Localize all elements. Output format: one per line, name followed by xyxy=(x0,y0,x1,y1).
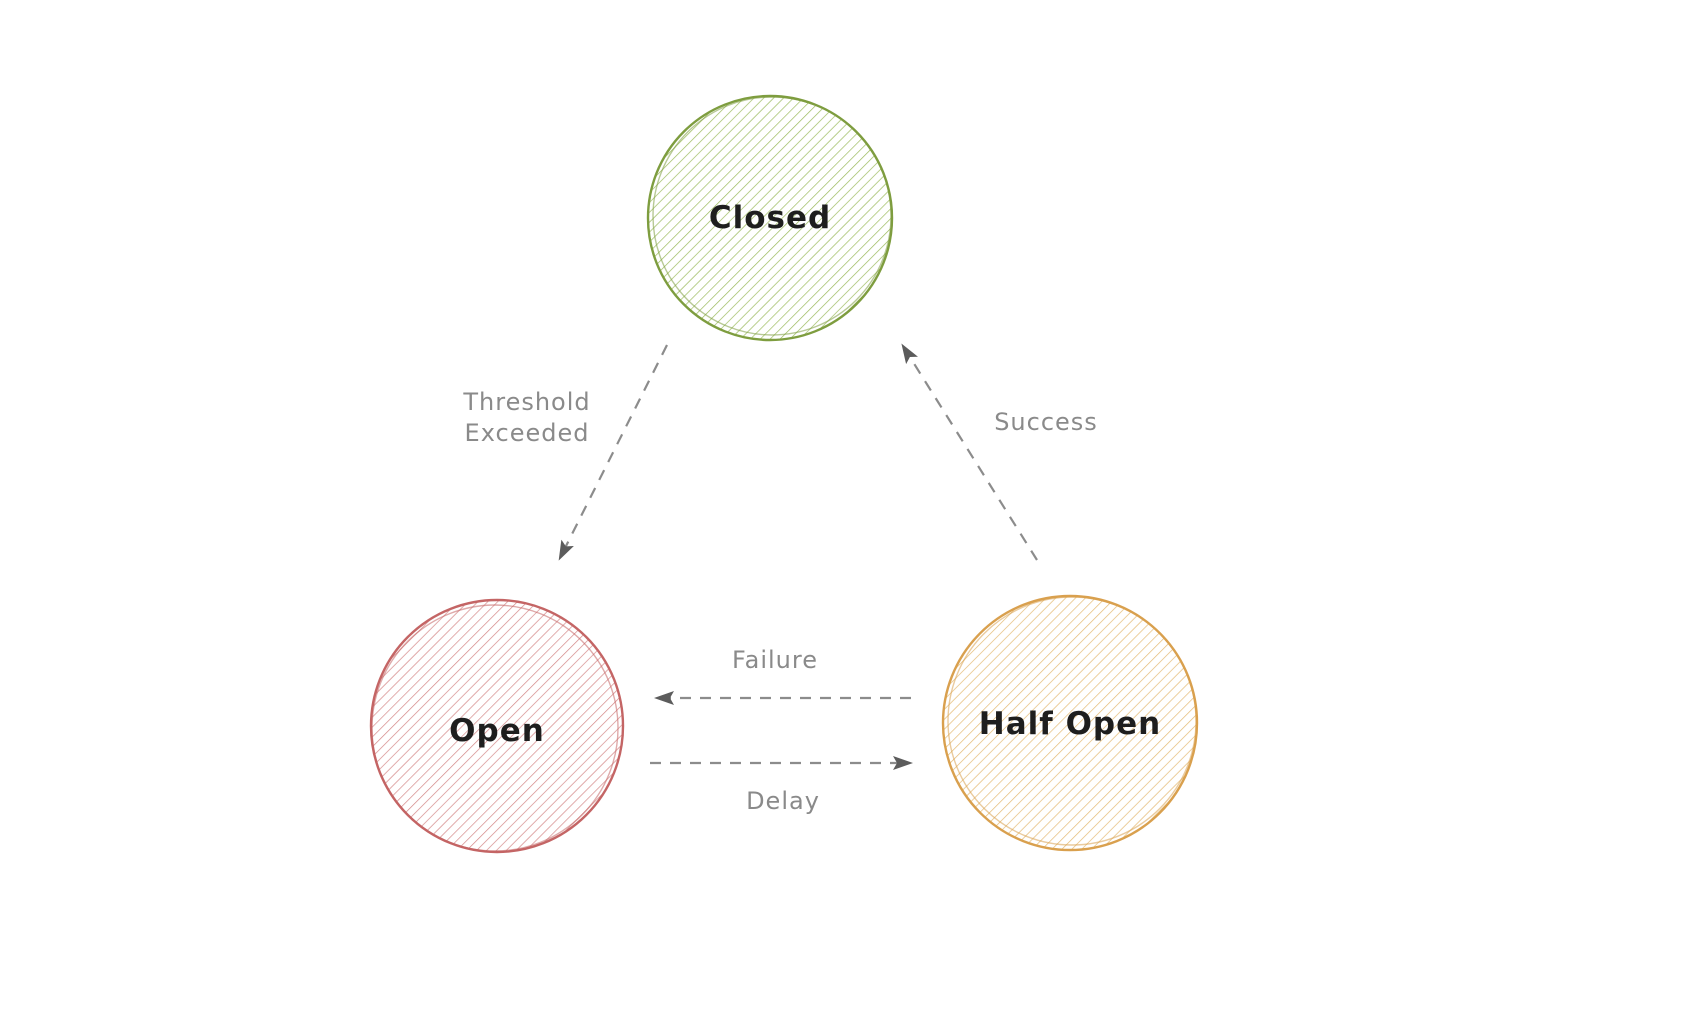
node-open: Open xyxy=(369,598,625,854)
half-open-node-sketch-outline xyxy=(947,596,1197,846)
edge-delay: Delay xyxy=(650,756,913,815)
open-node-sketch-outline xyxy=(371,604,619,852)
node-closed: Closed xyxy=(646,94,894,342)
closed-node-circle xyxy=(646,94,894,342)
open-node-label: Open xyxy=(449,713,545,749)
open-node-circle xyxy=(369,598,625,854)
closed-node-sketch-outline xyxy=(652,96,892,336)
success-arrow xyxy=(901,343,1038,561)
node-half-open: Half Open xyxy=(941,594,1199,852)
half-open-node-label: Half Open xyxy=(979,706,1161,742)
half-open-node-circle xyxy=(941,594,1199,852)
failure-label: Failure xyxy=(732,646,818,674)
edge-success: Success xyxy=(901,343,1098,561)
delay-label: Delay xyxy=(746,787,820,815)
success-label: Success xyxy=(994,408,1098,436)
edge-failure: Failure xyxy=(654,646,911,705)
edge-threshold-exceeded: Threshold Exceeded xyxy=(462,344,668,561)
closed-node-label: Closed xyxy=(709,200,831,236)
threshold-exceeded-label-line1: Threshold xyxy=(462,388,590,416)
threshold-exceeded-label-line2: Exceeded xyxy=(465,419,590,447)
